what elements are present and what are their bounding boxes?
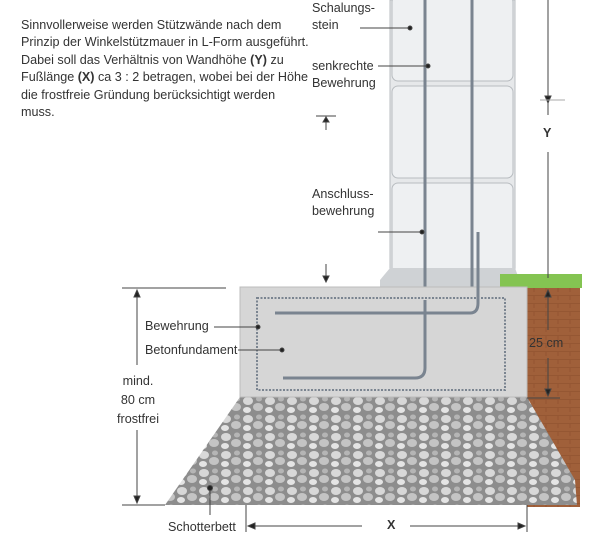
- intro-y-ref: (Y): [250, 52, 267, 67]
- label-line: senkrechte: [312, 59, 374, 73]
- intro-part: zu Fußlänge: [21, 52, 284, 85]
- intro-part: ca 3 : 2 betragen, wobei bei der Höhe di…: [21, 70, 309, 120]
- label-line: stein: [312, 18, 339, 32]
- label-dimension-x: X: [387, 518, 396, 532]
- label-betonfundament: Betonfundament: [145, 343, 238, 357]
- grass: [500, 274, 582, 288]
- label-bewehrung: Bewehrung: [145, 319, 209, 333]
- label-line: mind.: [122, 374, 154, 388]
- label-line: Bewehrung: [312, 76, 376, 90]
- label-dimension-y: Y: [543, 126, 552, 140]
- label-anschlussbewehrung: Anschluss-bewehrung: [312, 186, 374, 220]
- label-line: Anschluss-: [312, 187, 374, 201]
- label-line: bewehrung: [312, 204, 375, 218]
- label-schotterbett: Schotterbett: [168, 520, 236, 534]
- label-line: frostfrei: [117, 412, 159, 426]
- intro-text: Sinnvollerweise werden Stützwände nach d…: [21, 17, 311, 121]
- label-line: 80 cm: [120, 393, 156, 407]
- concrete-footing: [239, 286, 528, 398]
- label-frost-depth: mind. 80 cm frostfrei: [110, 372, 166, 429]
- label-footing-height: 25 cm: [529, 336, 564, 350]
- label-line: Schalungs-: [312, 1, 376, 15]
- footing-rebar: [256, 297, 506, 391]
- gravel-bed: [165, 397, 577, 505]
- intro-part: Sinnvollerweise werden Stützwände nach d…: [21, 18, 309, 67]
- intro-x-ref: (X): [77, 70, 95, 85]
- formwork-block-wall: [380, 0, 522, 287]
- label-schalungsstein: Schalungs-stein: [312, 0, 375, 34]
